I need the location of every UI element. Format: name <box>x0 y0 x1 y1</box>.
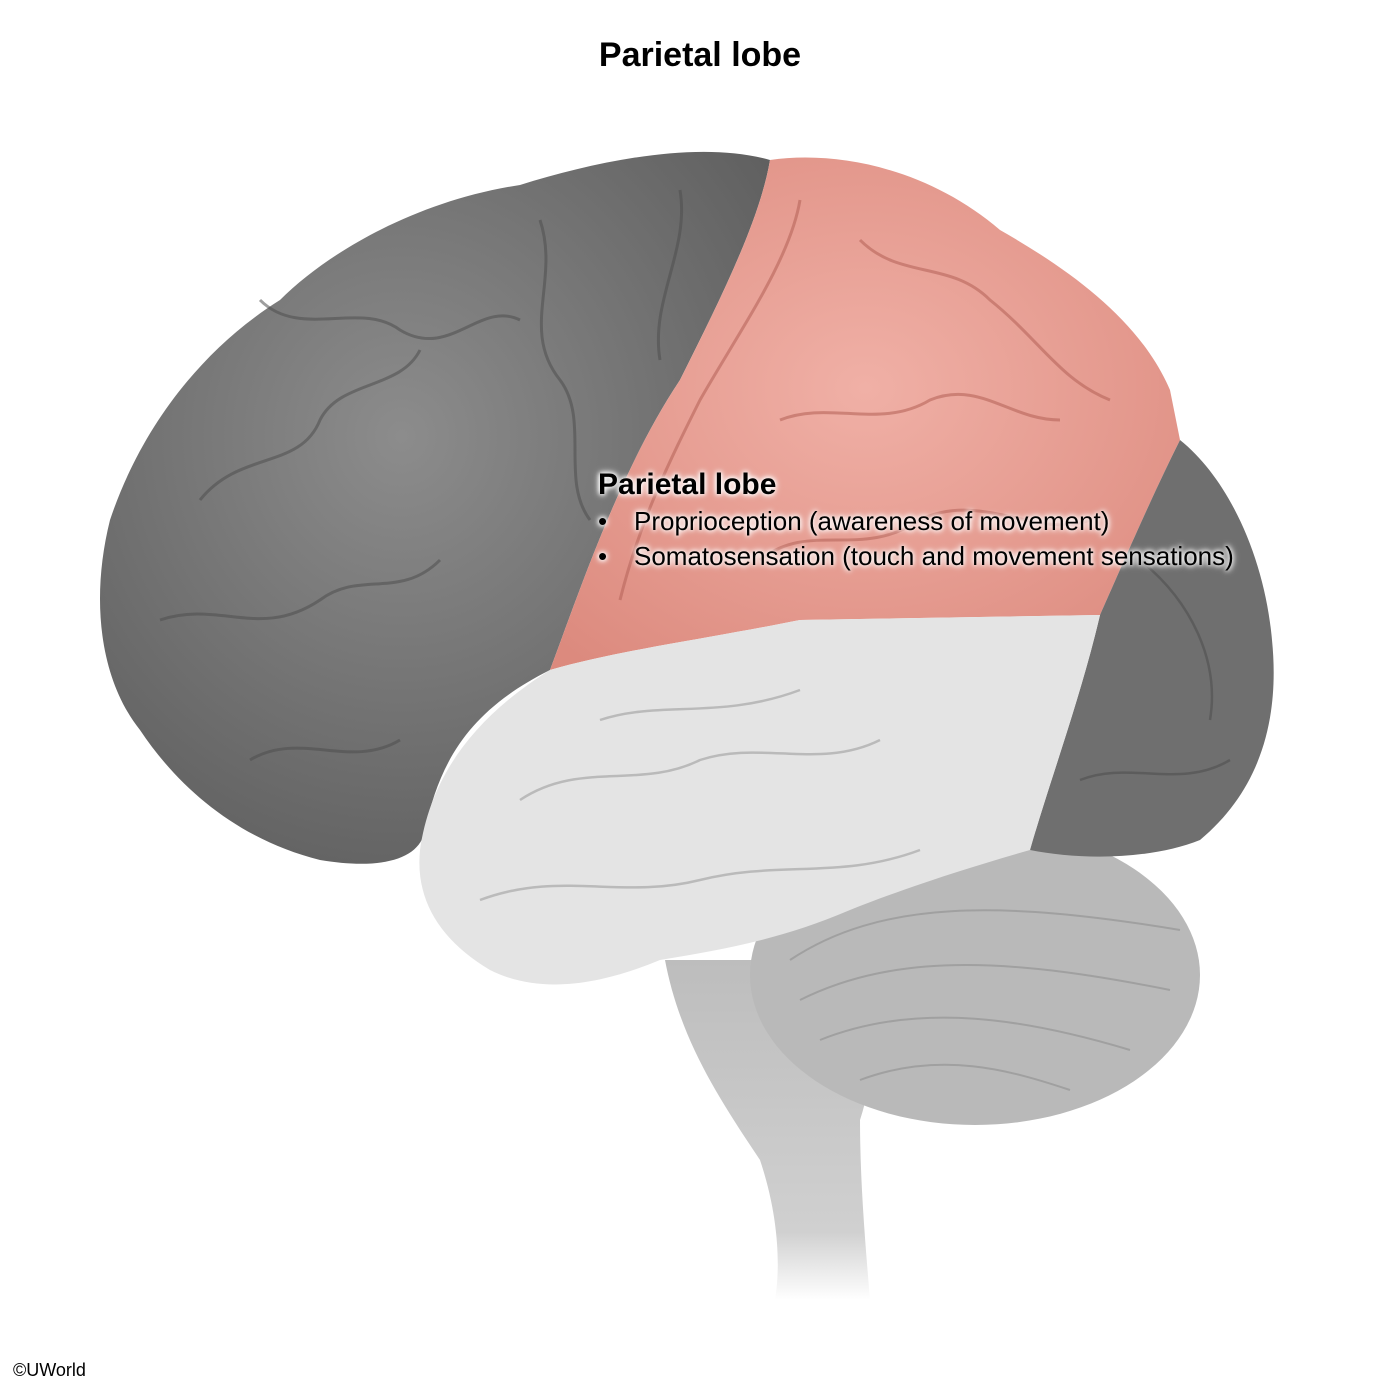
occipital-lobe <box>1030 440 1274 857</box>
bullet: • <box>598 541 608 571</box>
copyright: ©UWorld <box>13 1360 86 1380</box>
parietal-callout: Parietal lobe • Proprioception (awarenes… <box>598 468 1234 574</box>
callout-item: • Somatosensation (touch and movement se… <box>598 539 1234 574</box>
temporal-lobe <box>419 615 1100 985</box>
callout-heading: Parietal lobe <box>598 468 777 501</box>
figure-title: Parietal lobe <box>598 36 802 74</box>
frontal-lobe <box>100 151 770 864</box>
callout-item-text: Proprioception (awareness of movement) <box>634 506 1110 536</box>
callout-item-text: Somatosensation (touch and movement sens… <box>634 541 1234 571</box>
callout-item: • Proprioception (awareness of movement) <box>598 504 1234 539</box>
bullet: • <box>598 506 608 536</box>
